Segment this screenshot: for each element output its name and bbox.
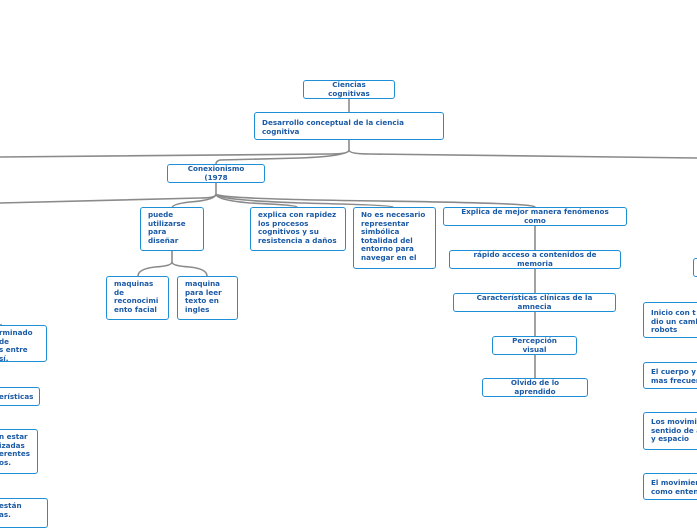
node-rapido-acceso[interactable]: rápido acceso a contenidos de memoria [449,250,621,269]
node-right-movimientos[interactable]: Los movimi sentido de a y espacio [643,412,697,450]
node-right-movimiento[interactable]: El movimier como enten [643,473,697,500]
node-left-caracteristicas[interactable]: erísticas [0,387,40,406]
node-right-cuerpo[interactable]: El cuerpo y mas frecuer [643,362,697,389]
node-right-small-box[interactable] [693,258,697,277]
node-conexionismo[interactable]: Conexionismo (1978 [167,164,265,183]
node-olvido-aprendido[interactable]: Olvido de lo aprendido [482,378,588,397]
node-no-es-necesario[interactable]: No es necesario representar simbólica to… [353,207,436,269]
node-right-inicio[interactable]: Inicio con t dio un camb robots [643,302,697,338]
node-ciencias-cognitivas[interactable]: Ciencias cognitivas [303,80,395,99]
node-desarrollo-conceptual[interactable]: Desarrollo conceptual de la ciencia cogn… [254,112,444,140]
node-percepcion-visual[interactable]: Percepción visual [492,336,577,355]
node-maquina-ingles[interactable]: maquina para leer texto en ingles [177,276,238,320]
node-caracteristicas-clinicas[interactable]: Características clínicas de la amnecia [453,293,616,312]
node-maquinas-reconocimiento[interactable]: maquinas de reconocimi ento facial [106,276,169,320]
node-left-estan[interactable]: están as. [0,498,48,528]
node-explica-rapidez[interactable]: explica con rapidez los procesos cogniti… [250,207,346,251]
node-left-pueden-estar[interactable]: n estar izadas erentes os. [0,429,38,474]
node-explica-mejor[interactable]: Explica de mejor manera fenómenos como [443,207,627,226]
node-left-determinado[interactable]: rminado de s entre sí. [0,325,47,362]
node-puede-utilizarse[interactable]: puede utilizarse para diseñar [140,207,204,251]
